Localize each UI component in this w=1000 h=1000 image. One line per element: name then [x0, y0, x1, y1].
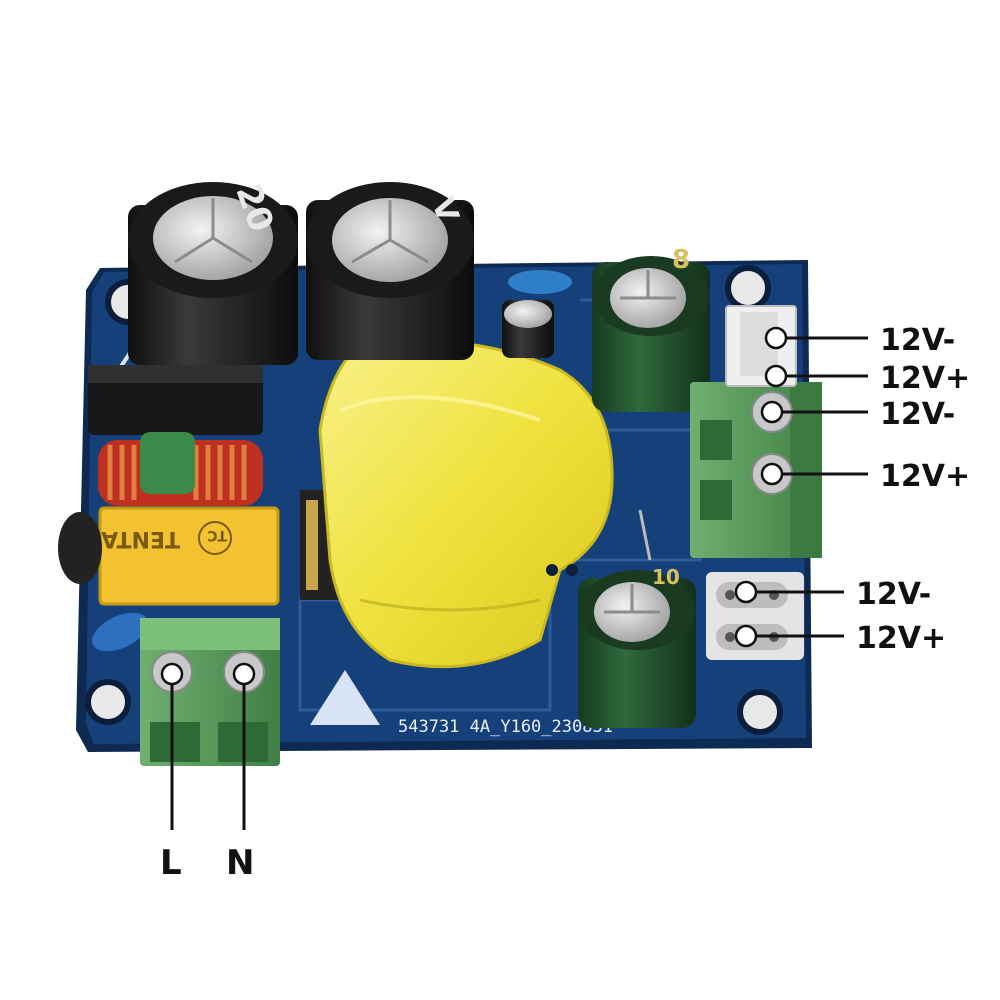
pin-marker	[764, 364, 788, 388]
pin-marker	[734, 624, 758, 648]
output-capacitor-top: 8	[592, 245, 710, 412]
label-line: L	[160, 843, 182, 883]
label-out-5: 12V-	[856, 577, 931, 612]
pin-marker	[760, 400, 784, 424]
small-capacitor	[502, 300, 554, 358]
silkscreen-code: 543731 4A_Y160_230831	[398, 717, 613, 737]
output-terminal-block	[690, 382, 822, 558]
esd-warning-icon	[310, 670, 380, 725]
pin-marker	[760, 462, 784, 486]
input-terminal-block	[140, 618, 280, 766]
pin-marker	[160, 662, 184, 686]
y-capacitor	[91, 612, 149, 652]
x-capacitor: TENTA TC	[98, 506, 280, 606]
mounting-hole	[85, 679, 131, 725]
varistor	[58, 512, 102, 584]
label-neutral: N	[226, 843, 254, 883]
bulk-capacitor-left: 20	[128, 179, 298, 365]
label-out-6: 12V+	[856, 621, 946, 656]
bulk-capacitor-right: V	[306, 182, 474, 360]
pin-labels: 12V- 12V+ 12V- 12V+ 12V- 12V+ L N	[160, 323, 970, 883]
label-out-4: 12V+	[880, 459, 970, 494]
capacitor-marking: 8	[672, 245, 690, 275]
pin-marker	[232, 662, 256, 686]
mounting-hole	[725, 265, 771, 311]
callout-pointers	[160, 326, 868, 830]
pin-marker	[734, 580, 758, 604]
label-out-1: 12V-	[880, 323, 955, 358]
label-out-3: 12V-	[880, 397, 955, 432]
capacitor-brand: TENTA	[101, 526, 180, 551]
capacitor-mark: TC	[207, 527, 227, 543]
transformer	[300, 339, 614, 669]
output-capacitor-bottom: 10	[578, 565, 696, 728]
common-mode-choke	[98, 432, 263, 506]
capacitor-marking: 10	[652, 565, 680, 589]
pin-marker	[764, 326, 788, 350]
solder-pad-header	[706, 572, 804, 660]
label-out-2: 12V+	[880, 361, 970, 396]
mounting-hole	[737, 689, 783, 735]
ceramic-capacitor	[508, 270, 572, 294]
